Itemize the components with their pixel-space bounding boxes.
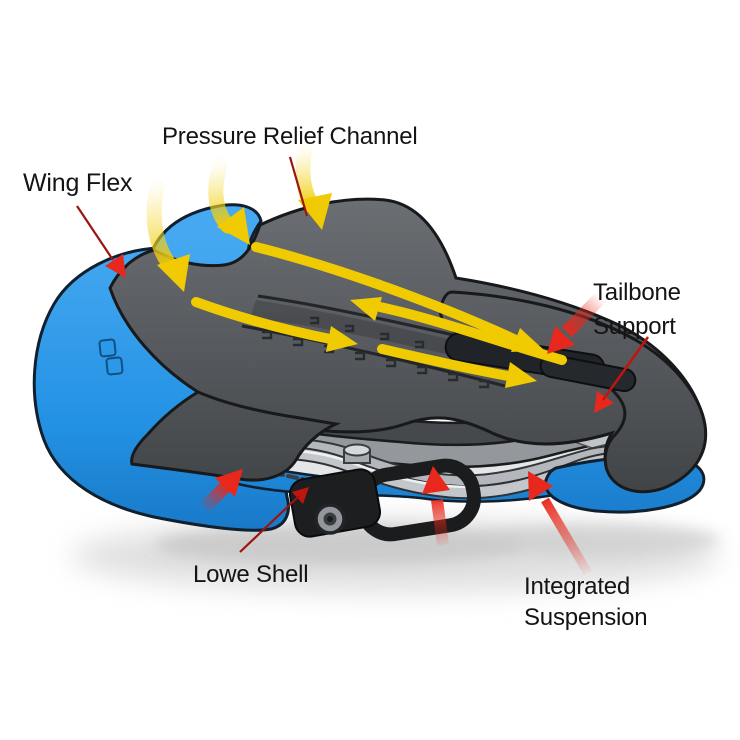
leader-lines (76, 156, 650, 553)
pointer-arrow-suspension-1 (422, 466, 450, 494)
pointer-beam-channel-rear (561, 292, 607, 337)
label-lowe-shell: Lowe Shell (193, 561, 309, 588)
leader-pressure-relief (288, 156, 309, 217)
channel-stitching (262, 316, 490, 389)
leader-wing-flex (76, 205, 114, 261)
red-pointer-arrows (105, 254, 614, 576)
channel-arrow-right-short (191, 297, 335, 344)
pointer-beam-lowe-shell (199, 479, 233, 513)
pointer-beam-suspension-1 (431, 499, 449, 546)
flow-arrow-down-2 (208, 157, 236, 234)
yellow-channel-arrows (191, 242, 567, 388)
label-pressure-relief-channel: Pressure Relief Channel (162, 123, 418, 150)
pointer-arrow-wing-flex (105, 254, 126, 278)
leader-tailbone (601, 336, 650, 401)
pointer-beam-suspension-2 (541, 497, 592, 576)
label-integrated-suspension: Integrated Suspension (524, 573, 648, 631)
pointer-arrow-suspension-2 (528, 471, 553, 501)
yellow-flow-arrows-down (146, 142, 332, 292)
rail-clamp (288, 443, 481, 542)
channel-arrow-right-lower (377, 344, 513, 381)
leader-lowe-shell (239, 495, 300, 553)
relief-channel-groove (241, 294, 637, 393)
label-tailbone-support: Tailbone Support (593, 279, 681, 340)
pointer-arrow-lowe-small (292, 487, 309, 504)
pointer-arrow-lowe-shell (215, 469, 243, 497)
channel-arrow-right-long (251, 242, 521, 345)
pointer-arrow-channel-rear (547, 326, 575, 354)
wing-flex-cutouts (98, 338, 124, 376)
channel-arrow-left (375, 302, 567, 365)
pointer-arrow-tailbone (594, 391, 614, 413)
label-wing-flex: Wing Flex (23, 169, 133, 197)
